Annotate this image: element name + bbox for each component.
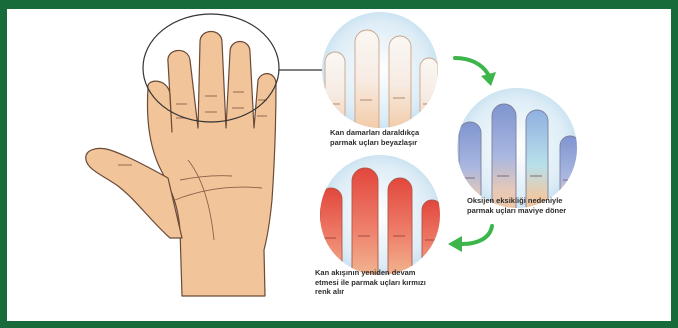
open-hand-icon [86,32,276,297]
stage-white-illustration [322,12,438,142]
caption-white: Kan damarları daraldıkça parmak uçları b… [330,128,470,147]
caption-red: Kan akışının yeniden devam etmesi ile pa… [315,268,465,297]
caption-blue: Oksijen eksikliği nedeniyle parmak uçlar… [467,196,607,215]
